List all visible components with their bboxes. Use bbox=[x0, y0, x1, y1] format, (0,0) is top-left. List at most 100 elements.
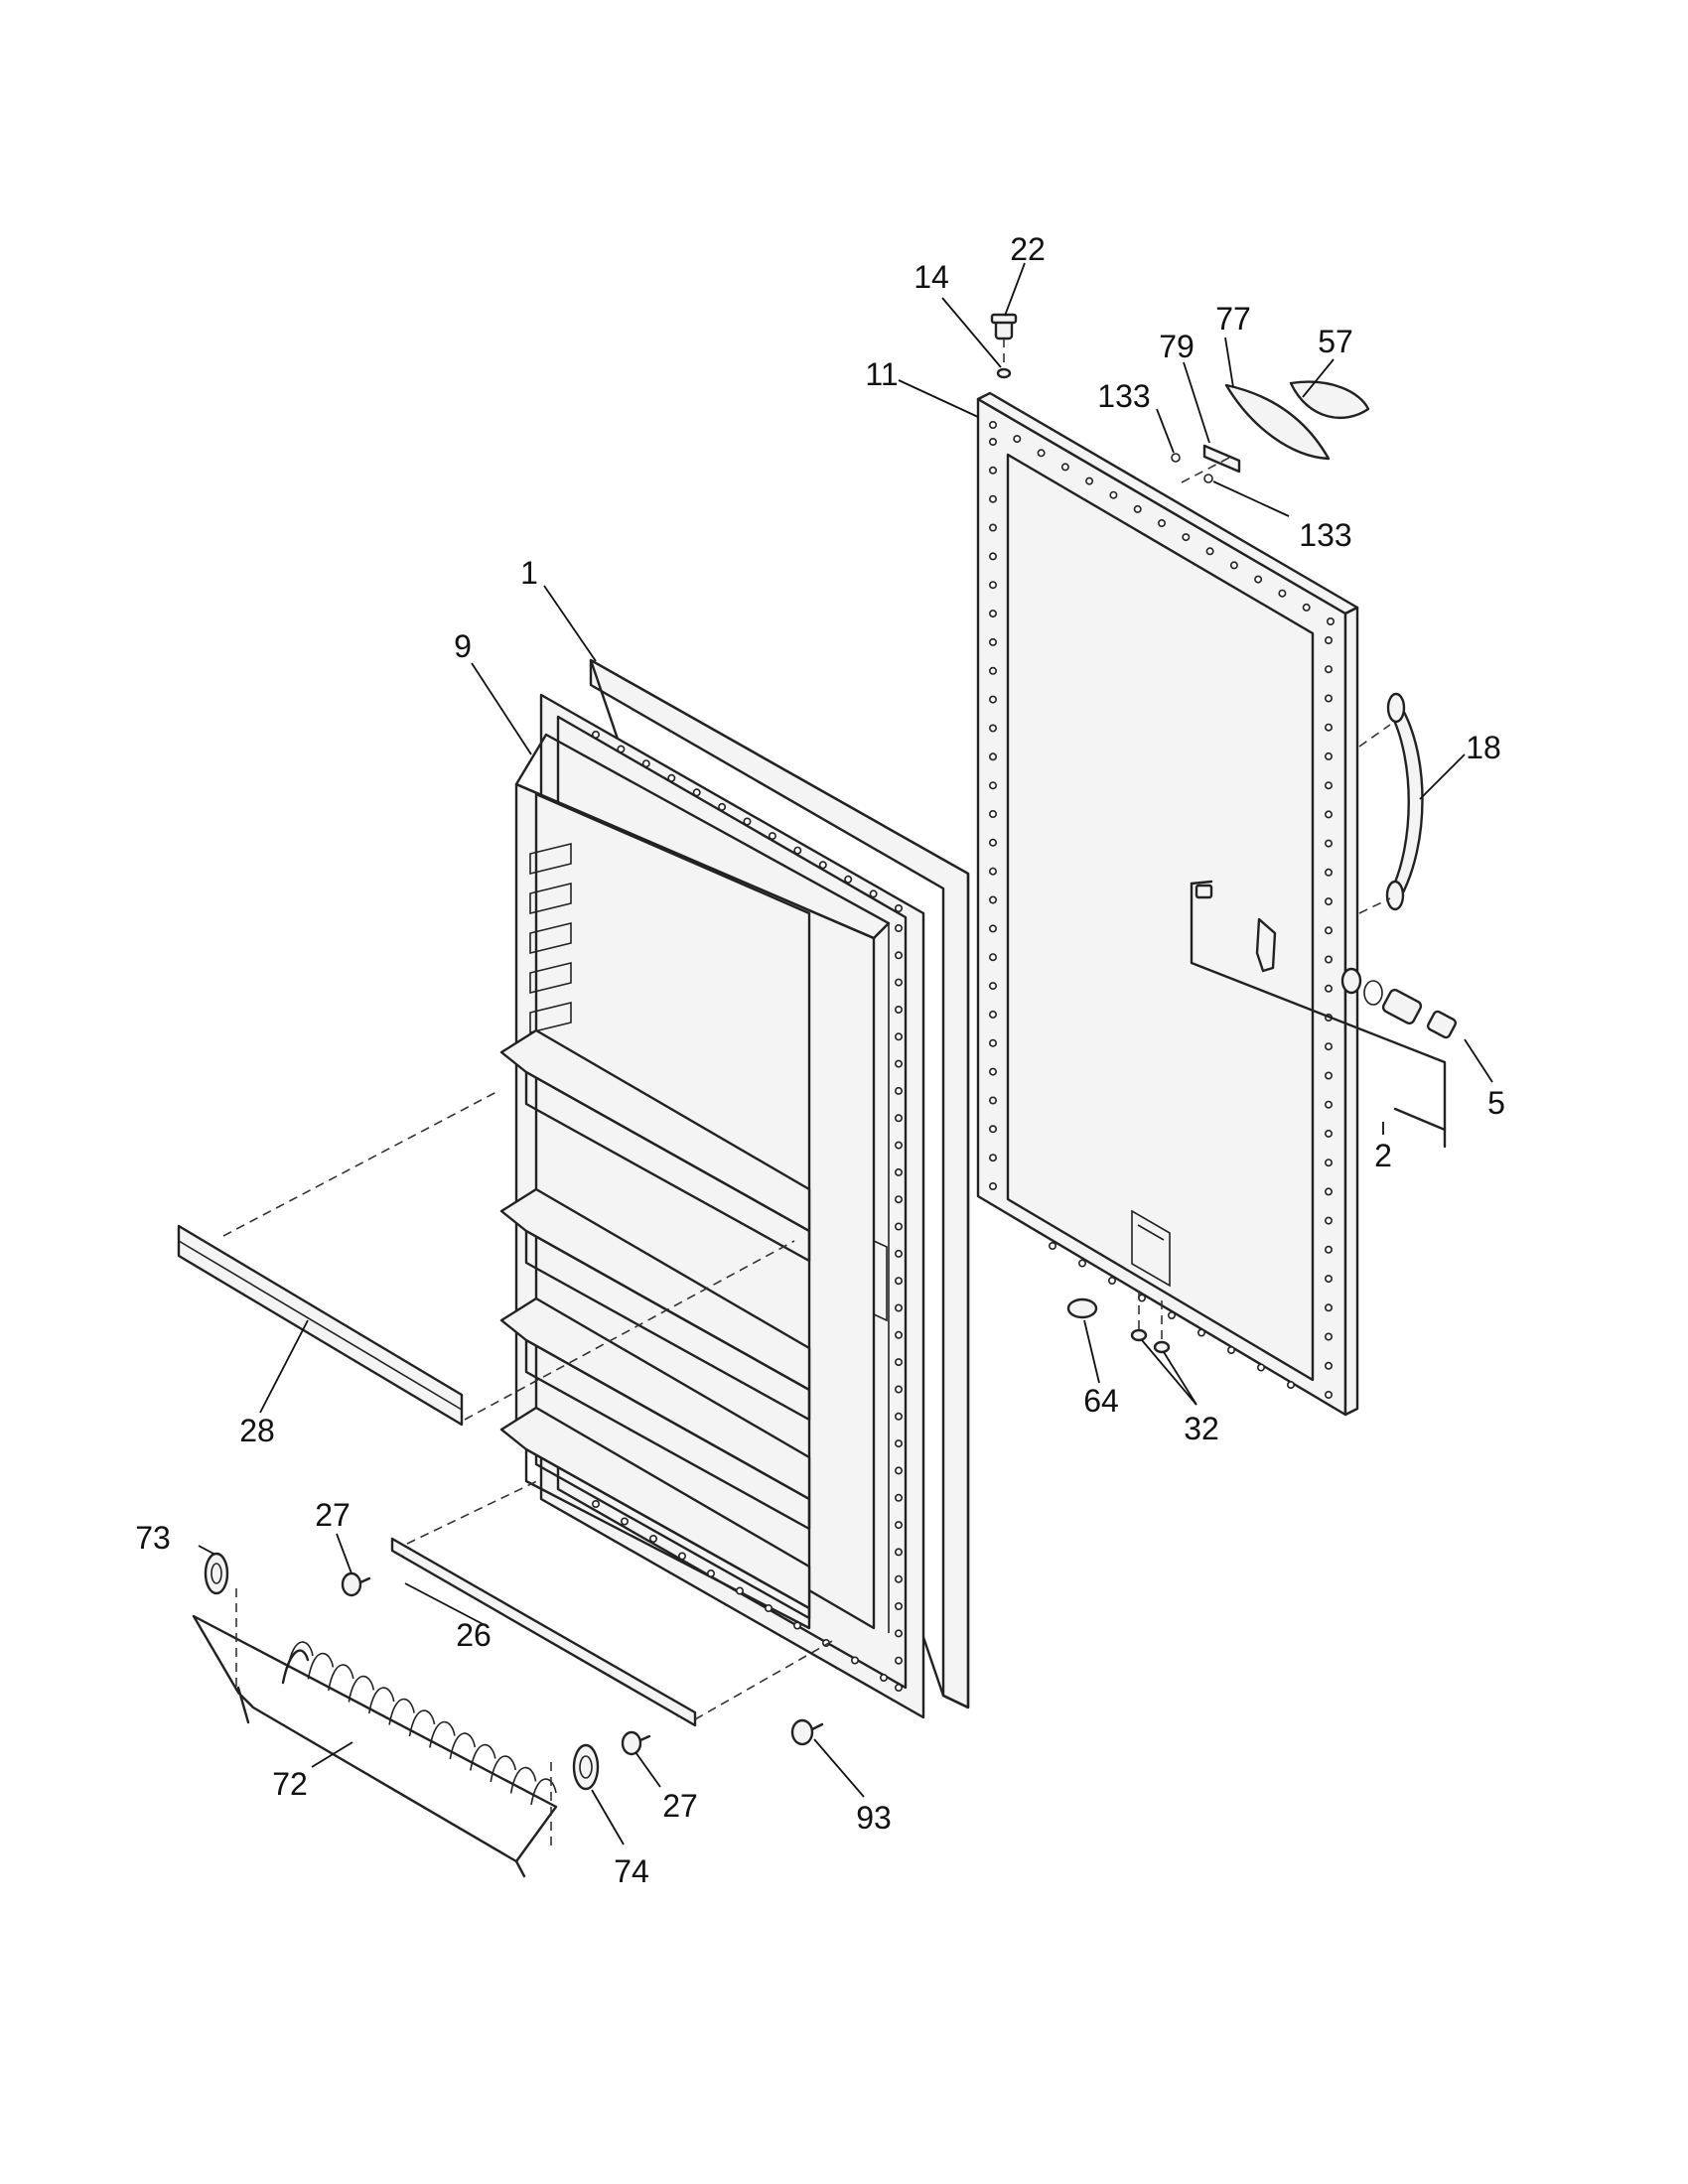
screw-hole bbox=[1325, 984, 1334, 993]
screw-hole bbox=[988, 1096, 997, 1105]
screw-hole bbox=[793, 846, 802, 855]
door-handle bbox=[1358, 692, 1424, 914]
callout-18: 18 bbox=[1466, 730, 1501, 765]
wire-basket bbox=[192, 1552, 600, 1878]
screw-hole bbox=[1325, 751, 1334, 760]
top-hinge-pin bbox=[990, 313, 1018, 379]
dairy-slots bbox=[529, 842, 572, 1034]
screw-hole bbox=[1325, 1216, 1334, 1225]
basket-rib bbox=[449, 1732, 477, 1760]
screw-hole bbox=[988, 982, 997, 991]
screw-hole bbox=[1325, 839, 1334, 848]
callout-11: 11 bbox=[865, 356, 898, 392]
screw-hole bbox=[1278, 589, 1287, 598]
door-shelves bbox=[499, 1028, 811, 1630]
screw-hole bbox=[894, 978, 903, 987]
screw-hole bbox=[894, 903, 903, 912]
screw-hole bbox=[1078, 1259, 1087, 1268]
liner-screw-holes bbox=[591, 730, 903, 1693]
basket-rib bbox=[490, 1755, 516, 1783]
handle-cover-assembly bbox=[1171, 380, 1370, 483]
screw-hole bbox=[988, 466, 997, 475]
basket-rib bbox=[470, 1743, 496, 1771]
screw-hole bbox=[1325, 1100, 1334, 1109]
screw-hole bbox=[894, 1439, 903, 1448]
screw-hole bbox=[988, 420, 997, 429]
screw-hole bbox=[735, 1586, 744, 1595]
screw-hole bbox=[894, 1574, 903, 1583]
basket-rib bbox=[509, 1766, 537, 1794]
screw-hole bbox=[1229, 561, 1238, 570]
screw-hole bbox=[894, 1412, 903, 1421]
screw-hole bbox=[792, 1621, 801, 1630]
callout-5: 5 bbox=[1487, 1085, 1505, 1121]
screw-hole bbox=[894, 1629, 903, 1638]
screw-hole bbox=[894, 1602, 903, 1611]
screw-hole bbox=[667, 773, 676, 782]
screw-hole bbox=[988, 1182, 997, 1191]
screw-hole bbox=[1108, 1277, 1117, 1286]
screw-hole bbox=[1049, 1242, 1057, 1251]
screw-hole bbox=[1168, 1311, 1177, 1320]
basket-rib bbox=[408, 1709, 436, 1737]
callout-93: 93 bbox=[856, 1800, 892, 1836]
screw-hole bbox=[988, 752, 997, 761]
screw-hole bbox=[1325, 1275, 1334, 1284]
screw-hole bbox=[1325, 1071, 1334, 1080]
screw-hole bbox=[1325, 1332, 1334, 1341]
screw-hole bbox=[988, 666, 997, 675]
screw-hole bbox=[988, 437, 997, 446]
basket-rib bbox=[328, 1664, 354, 1692]
basket-rib bbox=[307, 1652, 335, 1680]
outer-door-panel bbox=[976, 391, 1359, 1417]
screw-hole bbox=[988, 781, 997, 790]
callout-2: 2 bbox=[1374, 1138, 1392, 1173]
screw-hole bbox=[764, 1604, 773, 1613]
screw-hole bbox=[1325, 810, 1334, 819]
screw-hole bbox=[743, 817, 752, 826]
screw-hole bbox=[988, 581, 997, 590]
shelf-bar bbox=[390, 1478, 835, 1727]
screw-hole bbox=[641, 759, 650, 768]
screw-hole bbox=[988, 809, 997, 818]
screw-hole bbox=[894, 1249, 903, 1258]
screw-hole bbox=[988, 695, 997, 704]
screw-hole bbox=[894, 1656, 903, 1665]
screw-hole bbox=[988, 494, 997, 503]
callout-22: 22 bbox=[1010, 231, 1046, 267]
screw-hole bbox=[879, 1674, 888, 1683]
screw-hole bbox=[1325, 1042, 1334, 1051]
screw-hole bbox=[988, 838, 997, 847]
screw-hole bbox=[988, 895, 997, 904]
screw-hole bbox=[988, 1067, 997, 1076]
screw-hole bbox=[1257, 1363, 1266, 1372]
screw-hole bbox=[1060, 463, 1069, 472]
callout-133-upper: 133 bbox=[1097, 378, 1150, 414]
screw-hole bbox=[1013, 435, 1022, 444]
screw-hole bbox=[1325, 926, 1334, 935]
basket-rib bbox=[287, 1641, 314, 1669]
screw-hole bbox=[988, 523, 997, 532]
screw-hole bbox=[988, 924, 997, 933]
screw-hole bbox=[1325, 694, 1334, 703]
screw-hole bbox=[1325, 665, 1334, 674]
screw-hole bbox=[1325, 781, 1334, 790]
screw-hole bbox=[1325, 1391, 1334, 1400]
screw-hole bbox=[1325, 723, 1334, 732]
screw-hole bbox=[988, 867, 997, 876]
inner-door-liner bbox=[499, 658, 970, 1719]
screw-hole bbox=[591, 730, 600, 739]
basket-rib bbox=[367, 1687, 395, 1714]
screw-hole bbox=[894, 1330, 903, 1339]
screw-hole bbox=[1037, 449, 1046, 458]
screw-hole bbox=[894, 1032, 903, 1041]
screw-hole bbox=[894, 1195, 903, 1204]
bottom-hinge-parts bbox=[1066, 1291, 1171, 1354]
screw-hole bbox=[1085, 477, 1094, 485]
screw-hole bbox=[1325, 1245, 1334, 1254]
callout-27-upper: 27 bbox=[315, 1497, 351, 1533]
screw-hole bbox=[677, 1552, 686, 1561]
callout-labels: 1 2 5 9 11 14 18 22 26 27 27 28 32 57 64… bbox=[135, 231, 1505, 1889]
callout-79: 79 bbox=[1159, 329, 1195, 364]
